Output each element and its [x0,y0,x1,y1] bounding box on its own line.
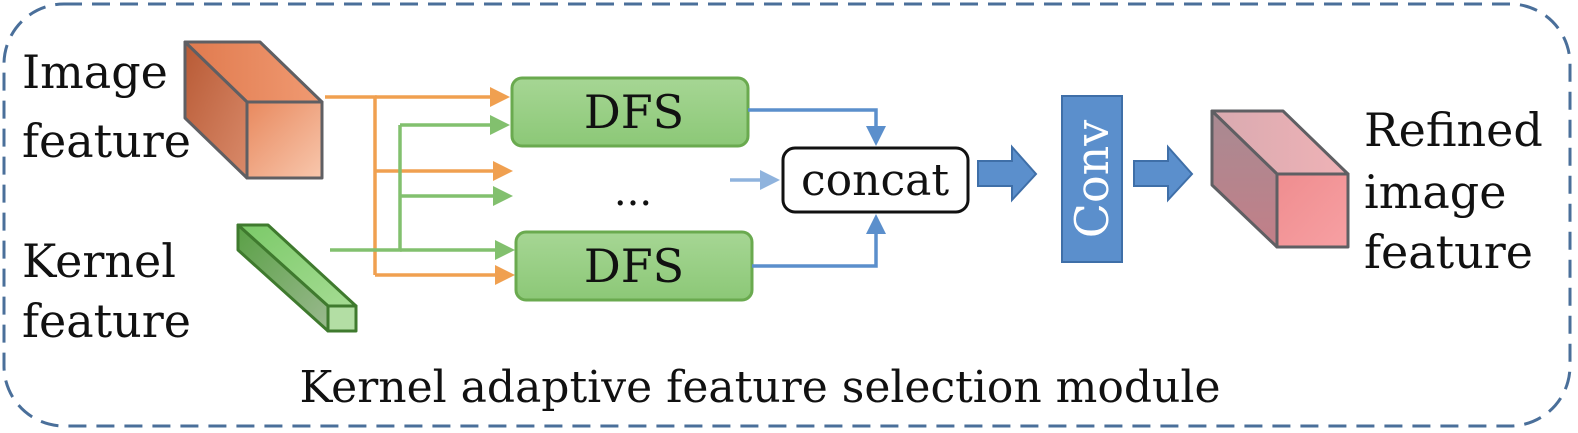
concat-box: concat [781,146,970,214]
refined-label-line2: image [1364,165,1506,219]
dfs-block-bottom: DFS [514,230,754,302]
module-title: Kernel adaptive feature selection module [299,362,1220,413]
dfs-top-label: DFS [584,85,684,139]
kernel-feature-bar [236,223,358,333]
refined-feature-cube [1210,109,1350,249]
image-feature-label-line1: Image [22,45,168,99]
kernel-feature-arrows [330,115,515,260]
conv-block: Conv [1061,95,1123,263]
kernel-feature-label-line1: Kernel [22,234,176,288]
dfs-to-concat-arrows [730,108,886,268]
image-feature-arrows [325,87,515,285]
kernel-feature-label-line2: feature [22,294,191,348]
refined-label-line3: feature [1364,225,1533,279]
image-feature-label-line2: feature [22,114,191,168]
image-feature-cube [183,40,324,180]
refined-label-line1: Refined [1364,103,1543,157]
dfs-bottom-label: DFS [584,239,684,293]
module-frame [2,2,1572,428]
concat-label: concat [801,155,949,206]
conv-label: Conv [1065,120,1119,239]
conv-to-refined-arrow [1133,144,1194,203]
dfs-ellipsis: ... [614,169,652,215]
concat-to-conv-arrow [977,144,1038,203]
dfs-block-top: DFS [510,76,750,148]
